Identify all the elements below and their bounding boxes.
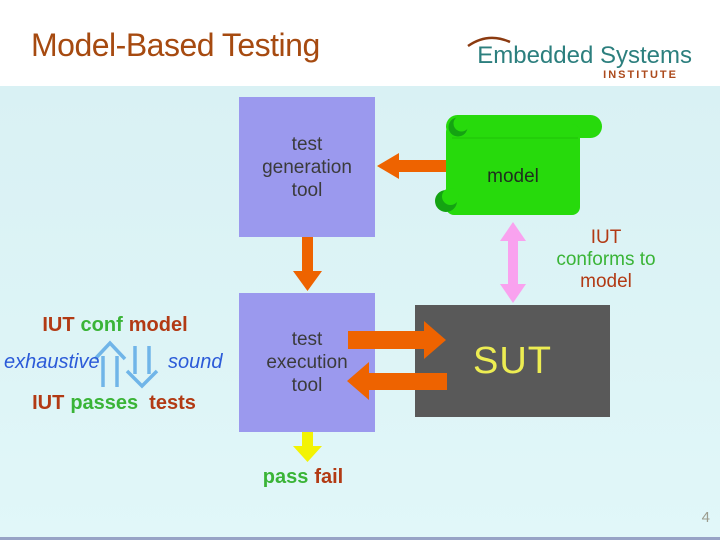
label-line: test: [291, 133, 323, 155]
test-generation-tool-label: test generation tool: [262, 133, 352, 202]
sound-label: sound: [168, 351, 223, 373]
logo-name: Embedded Systems: [477, 42, 692, 69]
tests-text: tests: [149, 392, 196, 414]
conformance-note: IUT conforms to model: [544, 227, 668, 293]
conf-text: conf: [80, 314, 123, 336]
exhaustive-label: exhaustive: [4, 351, 100, 373]
conformance-note-line: IUT: [590, 227, 622, 248]
test-execution-tool-box: test execution tool: [239, 293, 375, 432]
model-label: model: [487, 166, 539, 187]
label-line: tool: [291, 179, 323, 201]
model-text: model: [128, 314, 188, 336]
pass-text: pass: [262, 466, 309, 488]
logo-subtitle: INSTITUTE: [603, 69, 678, 81]
test-execution-tool-label: test execution tool: [266, 328, 347, 397]
conformance-note-line: conforms to: [556, 249, 656, 270]
passes-text: passes: [70, 392, 139, 414]
page-number: 4: [701, 509, 710, 526]
sut-label: SUT: [473, 339, 552, 382]
label-line: tool: [291, 375, 323, 396]
bottom-rule: [0, 537, 720, 540]
iut-text: IUT: [32, 392, 65, 414]
slide-title: Model-Based Testing: [31, 27, 320, 63]
label-line: test: [291, 329, 323, 350]
header: [0, 0, 720, 86]
iut-text: IUT: [42, 314, 75, 336]
test-generation-tool-box: test generation tool: [239, 97, 375, 237]
label-line: execution: [266, 352, 348, 373]
fail-text: fail: [314, 466, 344, 488]
label-line: generation: [262, 156, 352, 178]
conformance-note-line: model: [580, 271, 632, 292]
sut-box: SUT: [415, 305, 610, 417]
